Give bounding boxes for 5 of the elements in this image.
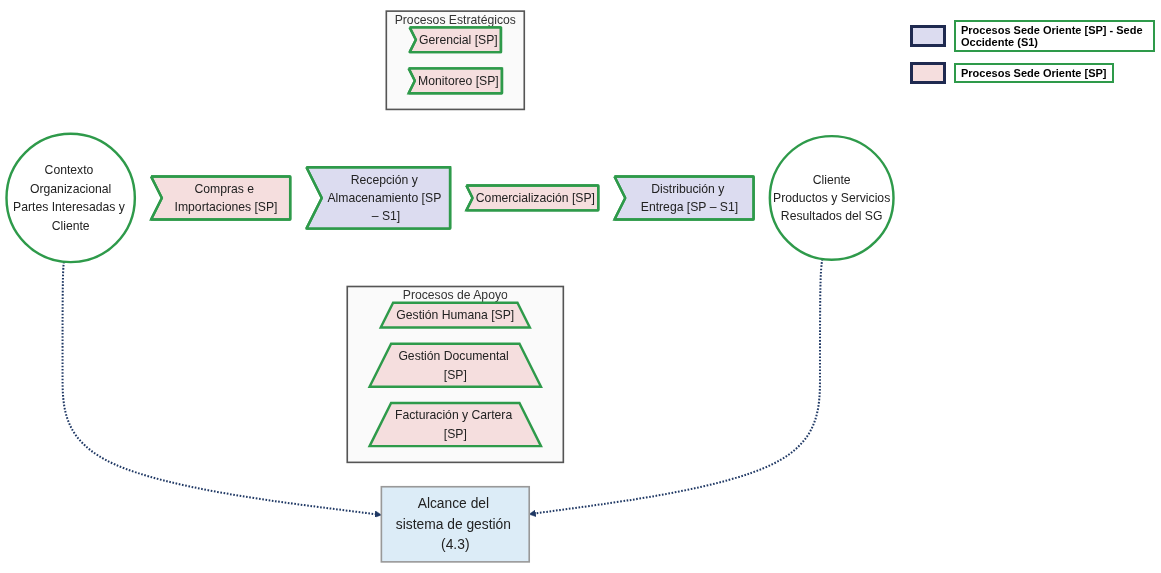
node-box: Alcance del sistema de gestión (4.3) — [380, 485, 530, 563]
legend-label: Procesos Sede Oriente [SP] — [954, 63, 1114, 83]
legend-label: Procesos Sede Oriente [SP] - Sede Occidente (S1) — [954, 20, 1155, 52]
node-circle: Contexto Organizacional Partes Interesadas y Cliente — [5, 132, 137, 264]
node-circle: Cliente Productos y Servicios Resultados del SG — [768, 134, 895, 261]
